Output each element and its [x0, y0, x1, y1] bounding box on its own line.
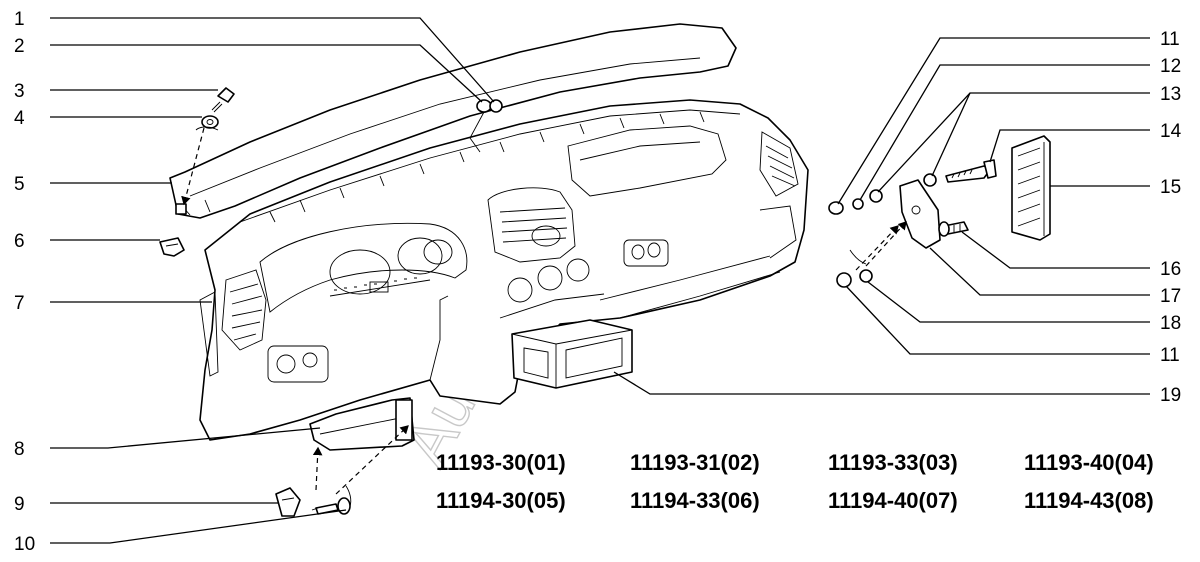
- callout-5: 5: [14, 174, 25, 195]
- right-leaders: [613, 37, 1150, 395]
- right-side-hardware: [828, 135, 1051, 288]
- callout-14: 14: [1160, 121, 1182, 142]
- model-code: 11193-31(02): [630, 450, 760, 475]
- right-callout-numbers: 11 12 13 14 15 16 17 18 11 19: [1160, 29, 1182, 406]
- callout-4: 4: [14, 108, 25, 129]
- assembly-lines-left: [181, 126, 409, 507]
- washer-13a: [869, 189, 883, 203]
- model-code: 11193-33(03): [828, 450, 958, 475]
- callout-1: 1: [14, 9, 25, 30]
- top-cover-panel: [169, 23, 737, 219]
- callout-19: 19: [1160, 385, 1181, 406]
- nut-11-top: [828, 201, 844, 215]
- callout-9: 9: [14, 494, 25, 515]
- callout-8: 8: [14, 439, 25, 460]
- model-code: 11193-40(04): [1024, 450, 1154, 475]
- model-codes: 11193-30(01) 11193-31(02) 11193-33(03) 1…: [436, 450, 1154, 513]
- callout-7: 7: [14, 293, 25, 314]
- nut-11-bottom: [836, 272, 852, 288]
- callout-6: 6: [14, 231, 25, 252]
- screw-and-clip: [201, 87, 235, 129]
- left-leaders: [50, 17, 495, 544]
- washer-13b: [923, 173, 937, 187]
- instrument-panel-body: [199, 99, 809, 441]
- callout-2: 2: [14, 36, 25, 57]
- model-code: 11194-40(07): [828, 488, 958, 513]
- model-code: 11194-30(05): [436, 488, 566, 513]
- callout-13: 13: [1160, 84, 1181, 105]
- callout-15: 15: [1160, 177, 1181, 198]
- callout-16: 16: [1160, 259, 1181, 280]
- mounting-bracket: [159, 237, 185, 257]
- storage-box: [511, 319, 633, 389]
- washer-12: [852, 198, 864, 210]
- callout-12: 12: [1160, 56, 1181, 77]
- callout-11-bottom: 11: [1160, 345, 1180, 366]
- model-code: 11194-43(08): [1024, 488, 1154, 513]
- callout-17: 17: [1160, 286, 1181, 307]
- callout-11-top: 11: [1160, 29, 1180, 50]
- callout-18: 18: [1160, 313, 1181, 334]
- model-code: 11194-33(06): [630, 488, 760, 513]
- callout-10: 10: [14, 534, 35, 555]
- model-code: 11193-30(01): [436, 450, 566, 475]
- callout-3: 3: [14, 81, 25, 102]
- washer-18: [859, 269, 873, 283]
- clip-and-screw: [275, 487, 351, 517]
- top-nuts: [469, 99, 503, 153]
- left-callout-numbers: 1 2 3 4 5 6 7 8 9 10: [14, 9, 35, 555]
